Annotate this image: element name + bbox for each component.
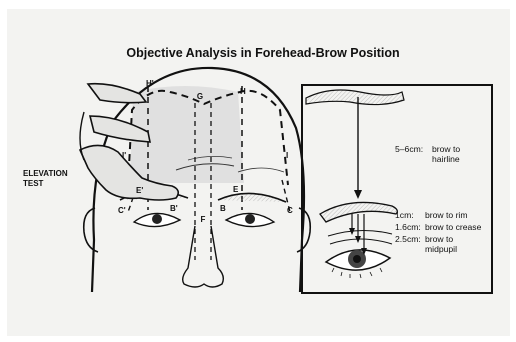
measure-desc-midpupil-1: brow to bbox=[425, 234, 453, 244]
label-g: G bbox=[197, 92, 203, 101]
label-b-left: B' bbox=[170, 204, 178, 213]
label-i-right: I bbox=[286, 151, 288, 160]
right-pupil bbox=[245, 214, 255, 224]
left-pupil bbox=[152, 214, 162, 224]
measure-value-rim: 1cm: bbox=[395, 210, 414, 220]
measure-desc-hairline-2: hairline bbox=[432, 154, 460, 164]
label-f: F bbox=[201, 215, 206, 224]
measure-desc-midpupil-2: midpupil bbox=[425, 244, 457, 254]
measure-value-hairline: 5–6cm: bbox=[395, 144, 423, 154]
measure-desc-rim: brow to rim bbox=[425, 210, 468, 220]
measure-value-midpupil: 2.5cm: bbox=[395, 234, 421, 244]
diagram-title: Objective Analysis in Forehead-Brow Posi… bbox=[126, 46, 399, 60]
label-c-right: C bbox=[287, 206, 293, 215]
label-b-right: B bbox=[220, 204, 226, 213]
elevation-test-label-line2: TEST bbox=[23, 179, 44, 188]
measure-value-crease: 1.6cm: bbox=[395, 222, 421, 232]
label-c-left: C' bbox=[118, 206, 126, 215]
label-e-left: E' bbox=[136, 186, 143, 195]
label-e-right: E bbox=[233, 185, 239, 194]
pupil-detail bbox=[353, 255, 361, 263]
label-i-left: I' bbox=[122, 151, 126, 160]
label-h-right: H bbox=[240, 87, 246, 96]
label-h-left: H' bbox=[146, 79, 154, 88]
measure-desc-crease: brow to crease bbox=[425, 222, 482, 232]
elevation-test-label-line1: ELEVATION bbox=[23, 169, 68, 178]
measure-desc-hairline-1: brow to bbox=[432, 144, 460, 154]
